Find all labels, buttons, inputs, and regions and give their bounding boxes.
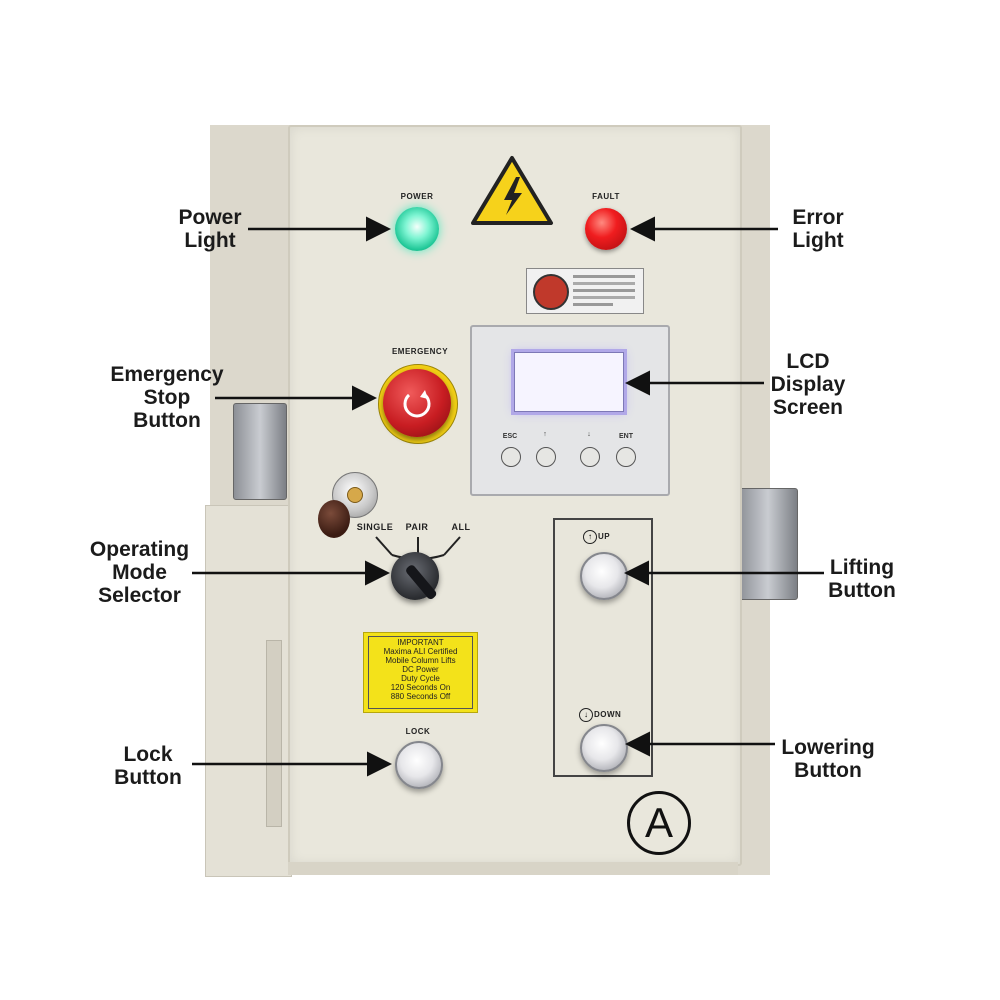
- callout-line: Screen: [772, 396, 844, 419]
- up-label: UP: [598, 532, 611, 541]
- callout-line: Emergency: [110, 363, 224, 386]
- esc-key[interactable]: [501, 447, 521, 467]
- sticker-line: 880 Seconds Off: [390, 692, 451, 701]
- callout-lifting: Lifting Button: [802, 556, 922, 602]
- right-mount-bracket: [738, 488, 798, 600]
- sticker-line: 120 Seconds On: [390, 683, 451, 692]
- fault-label: FAULT: [592, 192, 620, 201]
- callout-line: Error: [792, 206, 844, 229]
- callout-line: Operating: [89, 538, 190, 561]
- high-voltage-warning-icon: [471, 156, 553, 225]
- callout-line: Button: [828, 579, 896, 602]
- mode-selector-knob[interactable]: [391, 552, 439, 601]
- callout-line: LCD: [786, 350, 830, 373]
- sticker-line: Duty Cycle: [401, 674, 440, 683]
- callout-line: Button: [794, 759, 862, 782]
- up-key[interactable]: [536, 447, 556, 467]
- lock-button[interactable]: [395, 741, 443, 789]
- keypad-down-label: ↓: [587, 431, 591, 438]
- callout-emergency-stop: Emergency Stop Button: [92, 363, 242, 432]
- key-knob[interactable]: [318, 500, 350, 538]
- mode-single-label: SINGLE: [356, 522, 394, 532]
- callout-line: Stop: [143, 386, 191, 409]
- rotate-release-icon: [403, 390, 431, 418]
- sticker-line: Maxima ALI Certified: [383, 647, 458, 656]
- left-mount-bracket: [233, 403, 287, 500]
- callout-line: Display: [770, 373, 846, 396]
- callout-line: Lock: [123, 743, 173, 766]
- arrow-down-icon: ↓: [579, 708, 593, 722]
- mode-all-label: ALL: [451, 522, 471, 532]
- lcd-display-screen: [514, 352, 624, 412]
- sticker-line: Mobile Column Lifts: [385, 656, 456, 665]
- callout-power-light: Power Light: [150, 206, 270, 252]
- callout-line: Selector: [98, 584, 181, 607]
- callout-line: Lowering: [781, 736, 875, 759]
- certification-plate: [526, 268, 644, 314]
- down-key[interactable]: [580, 447, 600, 467]
- important-duty-cycle-sticker: IMPORTANT Maxima ALI Certified Mobile Co…: [363, 632, 478, 713]
- callout-line: Light: [184, 229, 236, 252]
- callout-operating-mode: Operating Mode Selector: [72, 538, 207, 607]
- power-indicator-light: [395, 207, 439, 251]
- ent-key[interactable]: [616, 447, 636, 467]
- callout-line: Light: [792, 229, 844, 252]
- callout-lowering: Lowering Button: [763, 736, 893, 782]
- callout-line: Mode: [112, 561, 167, 584]
- callout-lcd-display: LCD Display Screen: [748, 350, 868, 419]
- callout-line: Power: [178, 206, 242, 229]
- callout-line: Button: [114, 766, 182, 789]
- emergency-stop-button[interactable]: [383, 369, 451, 437]
- keypad-ent-label: ENT: [619, 433, 633, 440]
- fault-indicator-light: [585, 208, 627, 250]
- callout-line: Button: [133, 409, 201, 432]
- panel-id-mark: A: [627, 791, 691, 855]
- power-label: POWER: [400, 192, 434, 201]
- emergency-label: EMERGENCY: [391, 347, 449, 356]
- lifting-button[interactable]: [580, 552, 628, 600]
- lock-label: LOCK: [405, 727, 431, 736]
- ali-logo-icon: [533, 274, 569, 310]
- panel-base: [288, 862, 738, 875]
- callout-line: Lifting: [829, 556, 895, 579]
- sticker-line: DC Power: [402, 665, 439, 674]
- sticker-line: IMPORTANT: [397, 638, 444, 647]
- callout-lock: Lock Button: [88, 743, 208, 789]
- mode-pair-label: PAIR: [405, 522, 429, 532]
- arrow-up-icon: ↑: [583, 530, 597, 544]
- down-label: DOWN: [594, 710, 622, 719]
- callout-error-light: Error Light: [758, 206, 878, 252]
- keypad-esc-label: ESC: [502, 433, 518, 440]
- door-hinge: [266, 640, 282, 827]
- keypad-up-label: ↑: [543, 431, 547, 438]
